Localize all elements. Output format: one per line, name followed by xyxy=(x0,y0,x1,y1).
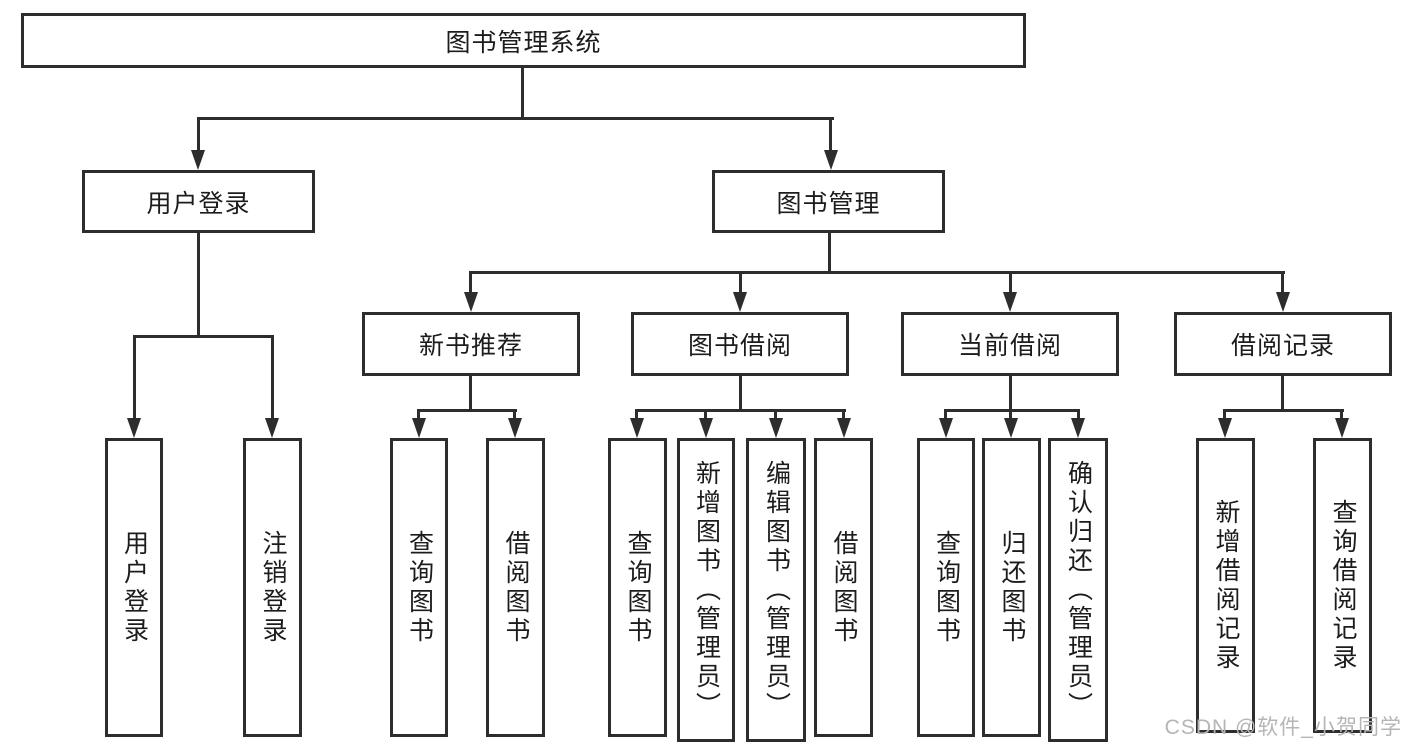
leaf-borrow-books-borrowing: 借阅图书 xyxy=(814,438,873,737)
connector-line xyxy=(469,376,472,409)
arrowhead xyxy=(464,292,478,312)
leaf-borrow-books-recommend: 借阅图书 xyxy=(486,438,545,737)
connector-line xyxy=(133,335,136,423)
connector-line xyxy=(469,271,472,297)
arrowhead xyxy=(699,418,713,438)
arrowhead xyxy=(1004,418,1018,438)
arrowhead xyxy=(265,418,279,438)
arrowhead xyxy=(824,150,838,170)
leaf-user-login: 用户登录 xyxy=(105,438,163,737)
connector-line xyxy=(704,409,707,423)
leaf-query-books-current: 查询图书 xyxy=(917,438,975,737)
node-book-management: 图书管理 xyxy=(712,170,945,233)
node-book-borrowing: 图书借阅 xyxy=(631,312,849,376)
arrowhead xyxy=(1335,418,1349,438)
connector-line xyxy=(829,117,832,155)
connector-line xyxy=(1009,376,1012,409)
node-user-login: 用户登录 xyxy=(82,170,315,233)
connector-line xyxy=(197,117,200,155)
connector-line xyxy=(1223,409,1226,423)
leaf-add-borrow-record: 新增借阅记录 xyxy=(1196,438,1255,733)
connector-line xyxy=(739,271,742,297)
connector-line xyxy=(197,233,200,335)
connector-line xyxy=(944,409,1080,412)
connector-line xyxy=(513,409,516,423)
connector-line xyxy=(197,117,834,120)
connector-line xyxy=(417,409,420,423)
arrowhead xyxy=(939,418,953,438)
connector-line xyxy=(1077,409,1080,423)
connector-line xyxy=(133,335,274,338)
arrowhead xyxy=(1071,418,1085,438)
connector-line xyxy=(417,409,517,412)
leaf-logout: 注销登录 xyxy=(243,438,302,737)
connector-line xyxy=(521,68,524,117)
connector-line xyxy=(1281,271,1284,297)
leaf-return-books: 归还图书 xyxy=(982,438,1041,737)
node-root: 图书管理系统 xyxy=(21,13,1026,68)
leaf-query-books-recommend: 查询图书 xyxy=(390,438,448,737)
connector-line xyxy=(944,409,947,423)
connector-line xyxy=(635,409,638,423)
connector-line xyxy=(828,233,831,271)
arrowhead xyxy=(412,418,426,438)
arrowhead xyxy=(1003,292,1017,312)
leaf-add-books-admin: 新增图书（管理员） xyxy=(677,438,735,742)
connector-line xyxy=(271,335,274,423)
leaf-query-borrow-record: 查询借阅记录 xyxy=(1313,438,1372,733)
connector-line xyxy=(842,409,845,423)
connector-line xyxy=(635,409,846,412)
connector-line xyxy=(469,271,1285,274)
connector-line xyxy=(739,376,742,409)
node-current-borrowing: 当前借阅 xyxy=(901,312,1119,376)
watermark: CSDN @软件_小贺同学 xyxy=(1164,716,1402,739)
arrowhead xyxy=(630,418,644,438)
arrowhead xyxy=(127,418,141,438)
arrowhead xyxy=(1276,292,1290,312)
connector-line xyxy=(1009,271,1012,297)
connector-line xyxy=(1223,409,1344,412)
arrowhead xyxy=(733,292,747,312)
connector-line xyxy=(1009,409,1012,423)
arrowhead xyxy=(769,418,783,438)
leaf-confirm-return-admin: 确认归还（管理员） xyxy=(1048,438,1108,742)
arrowhead xyxy=(1218,418,1232,438)
arrowhead xyxy=(191,150,205,170)
connector-line xyxy=(1340,409,1343,423)
leaf-edit-books-admin: 编辑图书（管理员） xyxy=(746,438,806,742)
node-borrow-records: 借阅记录 xyxy=(1174,312,1392,376)
connector-line xyxy=(774,409,777,423)
leaf-query-books-borrowing: 查询图书 xyxy=(608,438,667,737)
node-new-book-recommend: 新书推荐 xyxy=(362,312,580,376)
arrowhead xyxy=(837,418,851,438)
connector-line xyxy=(1281,376,1284,409)
arrowhead xyxy=(508,418,522,438)
